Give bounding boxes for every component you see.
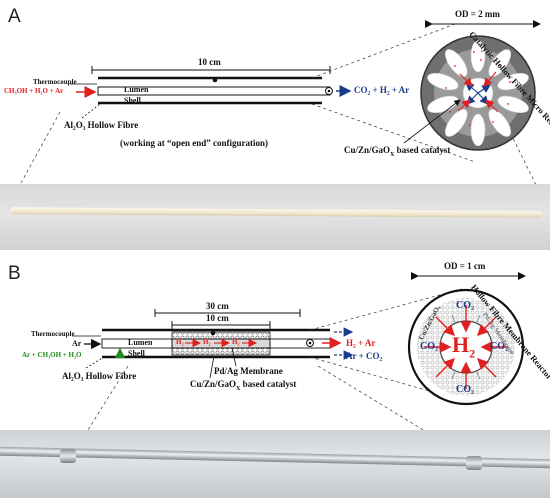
catalyst-rest-b: based catalyst bbox=[240, 379, 297, 389]
photo-hollow-fibre-a bbox=[0, 184, 550, 250]
photo-membrane-reactor-b bbox=[0, 430, 550, 498]
inlet-label-b: Ar + CH₃OH + H₂O bbox=[22, 351, 82, 359]
inlet-label-a: CH₃OH + H₂O + Ar bbox=[4, 87, 64, 95]
lumen-label-b: Lumen bbox=[128, 338, 153, 347]
h2-big-label: H2 bbox=[452, 332, 476, 361]
lumen-label-a: Lumen bbox=[124, 85, 149, 94]
fitting-left-b bbox=[60, 449, 76, 463]
h2-inner-label-3: H₂ bbox=[232, 338, 240, 346]
fibre-label-b: Al₂O₃ Hollow Fibre bbox=[62, 371, 137, 381]
panel-letter-a: A bbox=[8, 6, 21, 27]
thermocouple-dot-a bbox=[212, 77, 218, 83]
catalyst-sub-b: X bbox=[236, 385, 241, 392]
length-label-a: 10 cm bbox=[198, 57, 221, 67]
outer-length-label-b: 30 cm bbox=[206, 301, 229, 311]
hollow-fibre-photo-a bbox=[9, 207, 543, 218]
h2-ar-label-b: H₂ + Ar bbox=[346, 338, 376, 348]
h2-inner-label-2: H₂ bbox=[203, 338, 211, 346]
catalyst-label-a: Cu/Zn/GaOX based catalyst bbox=[344, 146, 450, 158]
fitting-right-b bbox=[466, 456, 482, 470]
h2-inner-label-1: H₂ bbox=[176, 338, 184, 346]
membrane-label-b: Pd/Ag Membrane bbox=[214, 366, 283, 376]
cross-section-b bbox=[407, 288, 525, 406]
co2-top-label: CO₂ bbox=[456, 300, 474, 311]
h2-big-sub: 2 bbox=[469, 346, 476, 361]
od-label-a: OD = 2 mm bbox=[455, 9, 500, 19]
catalyst-sub-a: X bbox=[390, 151, 395, 158]
inner-length-label-b: 10 cm bbox=[206, 313, 229, 323]
co2-right-label: CO₂ bbox=[490, 341, 508, 352]
catalyst-text-a: Cu/Zn/GaO bbox=[344, 145, 391, 155]
ar-co2-label-b: Ar + CO₂ bbox=[346, 351, 383, 361]
shell-label-a: Shell bbox=[124, 96, 141, 105]
co2-bottom-label: CO₂ bbox=[456, 384, 474, 395]
shell-label-b: Shell bbox=[128, 349, 145, 358]
config-note-a: (working at “open end” configuration) bbox=[120, 138, 269, 148]
catalyst-rest-a: based catalyst bbox=[394, 145, 451, 155]
thermocouple-label-b: Thermocouple bbox=[31, 330, 75, 338]
ar-label-b: Ar bbox=[72, 339, 82, 348]
catalyst-text-b: Cu/Zn/GaO bbox=[190, 379, 237, 389]
panel-letter-b: B bbox=[8, 263, 21, 284]
thermocouple-label-a: Thermocouple bbox=[33, 78, 77, 86]
fibre-label-a: Al₂O₃ Hollow Fibre bbox=[64, 120, 139, 130]
od-label-b: OD = 1 cm bbox=[444, 261, 486, 271]
outlet-label-a: CO₂ + H₂ + Ar bbox=[354, 85, 410, 95]
h2-big-text: H bbox=[452, 332, 470, 357]
cross-section-a bbox=[420, 35, 536, 151]
catalyst-label-b: Cu/Zn/GaOX based catalyst bbox=[190, 380, 296, 392]
co2-left-label: CO₂ bbox=[420, 341, 438, 352]
